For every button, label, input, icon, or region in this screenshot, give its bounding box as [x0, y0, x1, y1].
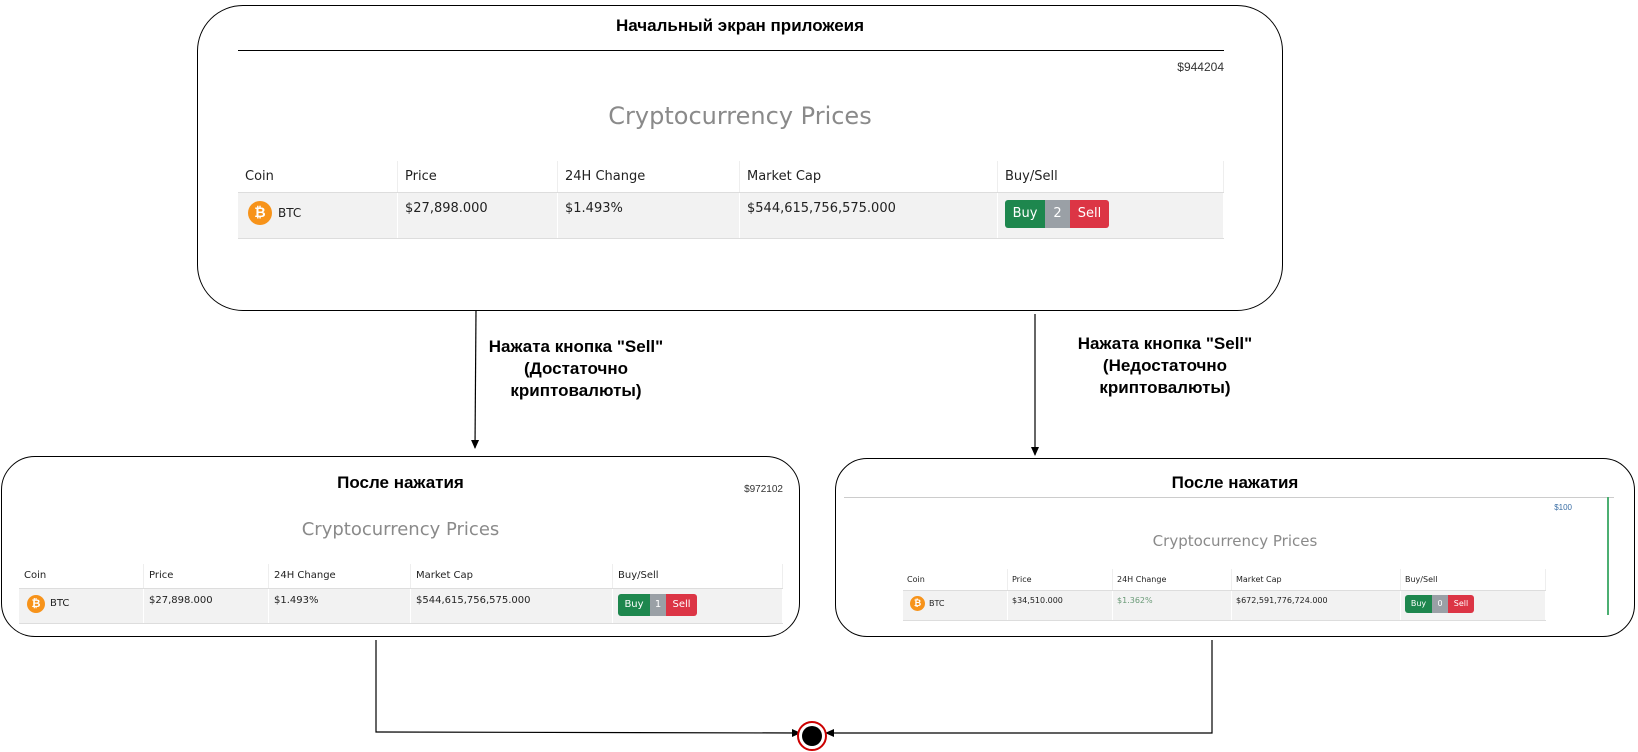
- change-cell: $1.493%: [268, 588, 411, 624]
- bitcoin-icon: ₿: [27, 594, 45, 613]
- table-row: ₿ BTC $34,510.000 $1.362% $672,591,776,7…: [903, 590, 1546, 621]
- state-initial: Начальный экран приложеия $944204 Crypto…: [197, 5, 1283, 311]
- col-market-cap: Market Cap: [739, 161, 998, 193]
- col-change: 24H Change: [557, 161, 740, 193]
- col-price: Price: [1007, 569, 1113, 591]
- divider: [238, 50, 1224, 51]
- coin-symbol: BTC: [278, 205, 302, 220]
- price-cell: $27,898.000: [143, 588, 269, 624]
- page-heading: Cryptocurrency Prices: [608, 102, 872, 130]
- bitcoin-icon: ₿: [248, 200, 272, 225]
- col-price: Price: [143, 564, 269, 589]
- scrollbar-edge: [1607, 497, 1609, 615]
- sell-button[interactable]: Sell: [1448, 594, 1474, 613]
- arrow-right-to-end: [825, 640, 1213, 737]
- col-coin: Coin: [238, 161, 398, 193]
- sell-button[interactable]: Sell: [666, 593, 697, 616]
- crypto-table: Coin Price 24H Change Market Cap Buy/Sel…: [238, 161, 1224, 239]
- transition-label-insufficient: Нажата кнопка "Sell" (Недостаточно крипт…: [1077, 334, 1253, 398]
- buy-button[interactable]: Buy: [618, 593, 650, 616]
- bitcoin-icon: ₿: [910, 595, 925, 611]
- coin-symbol: BTC: [50, 598, 70, 609]
- divider: [844, 497, 1614, 498]
- change-cell: $1.362%: [1112, 590, 1232, 621]
- col-buy-sell: Buy/Sell: [612, 564, 783, 589]
- change-cell: $1.493%: [557, 192, 740, 239]
- arrow-left-to-end: [375, 640, 801, 737]
- state-after-sell-insufficient: После нажатия $100 Cryptocurrency Prices…: [835, 458, 1635, 637]
- quantity-display: 1: [650, 593, 666, 616]
- quantity-display: 0: [1432, 594, 1448, 613]
- state-title: После нажатия: [337, 473, 464, 492]
- market-cap-cell: $544,615,756,575.000: [410, 588, 613, 624]
- crypto-table: Coin Price 24H Change Market Cap Buy/Sel…: [19, 564, 783, 624]
- page-heading: Cryptocurrency Prices: [301, 519, 500, 540]
- buy-sell-group: Buy 2 Sell: [1005, 199, 1109, 228]
- col-price: Price: [397, 161, 558, 193]
- price-cell: $27,898.000: [397, 192, 558, 239]
- balance: $972102: [744, 484, 783, 495]
- balance: $100: [1554, 503, 1572, 512]
- buy-sell-group: Buy 0 Sell: [1405, 594, 1474, 613]
- coin-symbol: BTC: [929, 598, 945, 608]
- col-market-cap: Market Cap: [1231, 569, 1401, 591]
- buy-sell-group: Buy 1 Sell: [618, 593, 697, 616]
- buy-button[interactable]: Buy: [1005, 199, 1045, 228]
- price-cell: $34,510.000: [1007, 590, 1113, 621]
- transition-label-enough: Нажата кнопка "Sell" (Достаточно криптов…: [488, 337, 664, 401]
- market-cap-cell: $672,591,776,724.000: [1231, 590, 1401, 621]
- table-header-row: Coin Price 24H Change Market Cap Buy/Sel…: [903, 569, 1546, 591]
- col-coin: Coin: [903, 569, 1008, 591]
- page-heading: Cryptocurrency Prices: [1152, 532, 1318, 550]
- state-title: Начальный экран приложеия: [615, 16, 865, 35]
- market-cap-cell: $544,615,756,575.000: [739, 192, 998, 239]
- state-title: После нажатия: [1171, 473, 1299, 492]
- table-header-row: Coin Price 24H Change Market Cap Buy/Sel…: [238, 161, 1224, 193]
- col-coin: Coin: [19, 564, 144, 589]
- buy-button[interactable]: Buy: [1405, 594, 1432, 613]
- end-state-dot: [802, 726, 822, 746]
- coin-cell: ₿ BTC: [27, 594, 135, 613]
- quantity-display: 2: [1045, 199, 1070, 228]
- crypto-table: Coin Price 24H Change Market Cap Buy/Sel…: [903, 569, 1546, 621]
- coin-cell: ₿ BTC: [910, 595, 1000, 611]
- sell-button[interactable]: Sell: [1070, 199, 1109, 228]
- table-row: ₿ BTC $27,898.000 $1.493% $544,615,756,5…: [19, 588, 783, 624]
- arrow-sell-enough: [471, 309, 480, 449]
- col-buy-sell: Buy/Sell: [997, 161, 1224, 193]
- col-change: 24H Change: [268, 564, 411, 589]
- coin-cell: ₿ BTC: [248, 200, 387, 225]
- col-buy-sell: Buy/Sell: [1400, 569, 1546, 591]
- col-change: 24H Change: [1112, 569, 1232, 591]
- table-row: ₿ BTC $27,898.000 $1.493% $544,615,756,5…: [238, 192, 1224, 239]
- table-header-row: Coin Price 24H Change Market Cap Buy/Sel…: [19, 564, 783, 589]
- state-after-sell-enough: После нажатия $972102 Cryptocurrency Pri…: [1, 456, 800, 637]
- col-market-cap: Market Cap: [410, 564, 613, 589]
- balance: $944204: [1177, 60, 1224, 74]
